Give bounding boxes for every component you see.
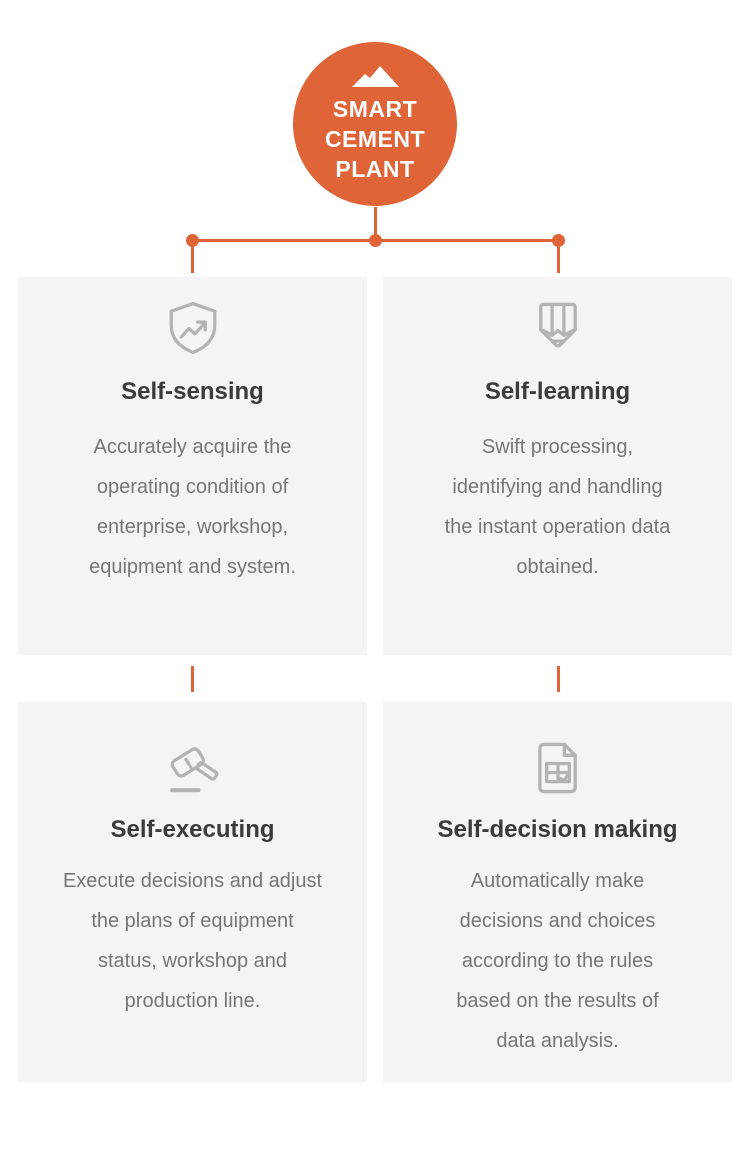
card-self-executing: Self-executing Execute decisions and adj… [18, 702, 367, 1082]
card-title: Self-decision making [437, 816, 678, 843]
card-body: Accurately acquire the operating conditi… [89, 436, 296, 578]
card-body: Swift processing, identifying and handli… [444, 436, 671, 578]
card-title: Self-executing [110, 816, 275, 843]
connector-drop-left [190, 247, 194, 273]
mountain-icon [351, 66, 399, 87]
connector-dot-left [185, 234, 199, 247]
connector-mid-right [556, 666, 560, 692]
document-check-icon [383, 739, 732, 797]
card-self-decision-making: Self-decision making Automatically make … [383, 702, 732, 1082]
pencil-down-icon [383, 299, 732, 357]
gavel-icon [18, 739, 367, 797]
card-self-learning: Self-learning Swift processing, identify… [383, 277, 732, 655]
connector-stem [373, 207, 377, 235]
shield-trend-icon [18, 299, 367, 357]
connector-mid-left [190, 666, 194, 692]
hub-circle: SMART CEMENT PLANT [293, 42, 457, 206]
card-title: Self-sensing [121, 378, 264, 405]
card-title: Self-learning [484, 378, 631, 405]
card-self-sensing: Self-sensing Accurately acquire the oper… [18, 277, 367, 655]
connector-dot-right [551, 234, 565, 247]
connector-dot-center [368, 234, 382, 247]
card-body: Automatically make decisions and choices… [456, 870, 659, 1052]
connector-drop-right [556, 247, 560, 273]
card-body: Execute decisions and adjust the plans o… [62, 870, 323, 1012]
hub-label: SMART CEMENT PLANT [324, 96, 426, 182]
